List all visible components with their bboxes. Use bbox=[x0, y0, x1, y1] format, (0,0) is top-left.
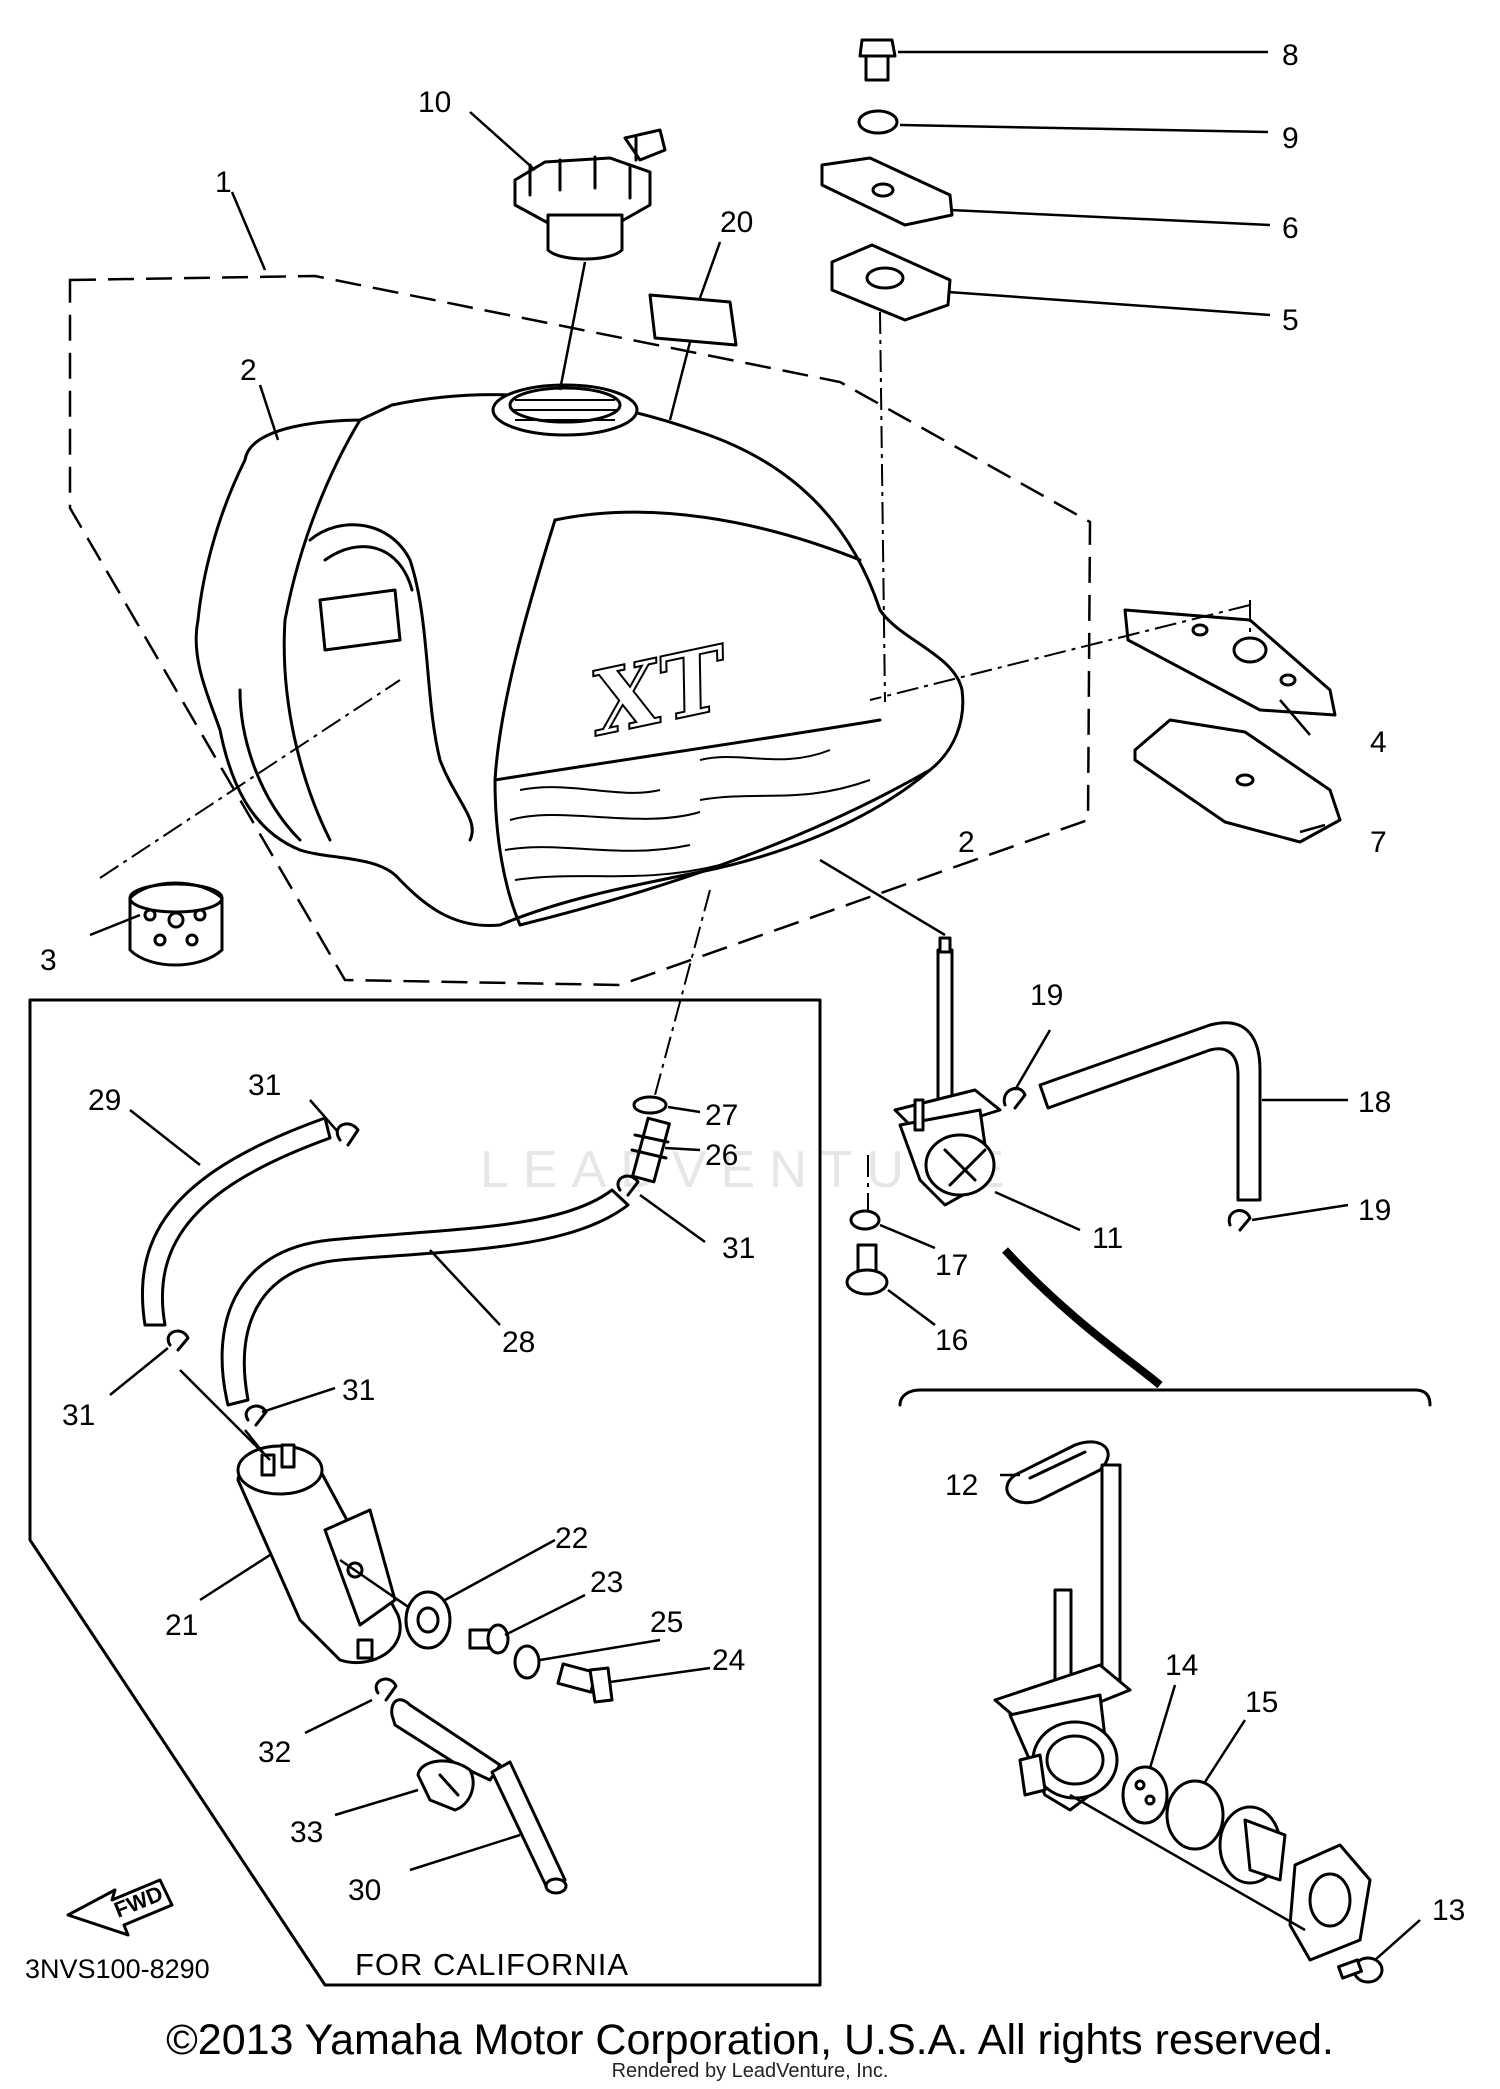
label-14: 14 bbox=[1165, 1649, 1198, 1682]
clip-19-lower[interactable] bbox=[1227, 1209, 1252, 1232]
clip-31-c[interactable] bbox=[166, 1329, 190, 1352]
rendered-by-credit: Rendered by LeadVenture, Inc. bbox=[611, 2060, 889, 2082]
california-box-caption: FOR CALIFORNIA bbox=[355, 1947, 629, 1982]
copyright-notice: ©2013 Yamaha Motor Corporation, U.S.A. A… bbox=[166, 2016, 1334, 2064]
label-10: 10 bbox=[418, 86, 451, 119]
fwd-arrow: FWD bbox=[66, 1878, 174, 1937]
washer-17[interactable] bbox=[849, 1209, 881, 1231]
clip-31-d[interactable] bbox=[244, 1404, 268, 1427]
label-27: 27 bbox=[705, 1099, 738, 1132]
fuel-cock-lever[interactable] bbox=[1218, 1805, 1287, 1885]
hose-28[interactable] bbox=[220, 1188, 630, 1407]
damper-3[interactable] bbox=[128, 881, 224, 967]
label-26: 26 bbox=[705, 1139, 738, 1172]
label-31-a: 31 bbox=[248, 1069, 281, 1102]
lever-gasket-14[interactable] bbox=[1121, 1765, 1169, 1825]
label-32: 32 bbox=[258, 1736, 291, 1769]
fuel-cap[interactable] bbox=[513, 128, 667, 261]
label-7: 7 bbox=[1370, 826, 1387, 859]
label-23: 23 bbox=[590, 1566, 623, 1599]
bracket-4[interactable] bbox=[1123, 608, 1337, 717]
clamp-33[interactable] bbox=[416, 1759, 475, 1812]
label-19-lower: 19 bbox=[1358, 1194, 1391, 1227]
fuel-tank[interactable] bbox=[194, 383, 965, 928]
label-24: 24 bbox=[712, 1644, 745, 1677]
label-25: 25 bbox=[650, 1606, 683, 1639]
leader-lines bbox=[89, 50, 1421, 1961]
label-6: 6 bbox=[1282, 212, 1299, 245]
detail-view-bracket bbox=[898, 1388, 1432, 1407]
california-box-frame bbox=[28, 998, 822, 1987]
assembly-boundary-dashed bbox=[68, 274, 1092, 987]
bracket-6[interactable] bbox=[820, 156, 954, 227]
label-13: 13 bbox=[1432, 1894, 1465, 1927]
label-4: 4 bbox=[1370, 726, 1387, 759]
clip-32[interactable] bbox=[374, 1677, 398, 1702]
label-19-upper: 19 bbox=[1030, 979, 1063, 1012]
lever-plate[interactable] bbox=[1288, 1843, 1372, 1962]
rollover-valve-21[interactable] bbox=[236, 1443, 402, 1665]
o-ring-15[interactable] bbox=[1165, 1779, 1225, 1851]
grommet-22[interactable] bbox=[404, 1590, 452, 1650]
fuel-cock-detail[interactable] bbox=[993, 1463, 1132, 1812]
label-28: 28 bbox=[502, 1326, 535, 1359]
callout-labels: 1 2 2 3 4 5 6 7 8 9 10 11 12 13 14 15 16… bbox=[40, 39, 1465, 1927]
label-31-d: 31 bbox=[342, 1374, 375, 1407]
label-11: 11 bbox=[1092, 1222, 1123, 1255]
label-30: 30 bbox=[348, 1874, 381, 1907]
label-20: 20 bbox=[720, 206, 753, 239]
hose-30[interactable] bbox=[390, 1698, 568, 1895]
washer-25[interactable] bbox=[513, 1644, 541, 1680]
clip-19-upper[interactable] bbox=[1002, 1087, 1027, 1110]
damper-5[interactable] bbox=[830, 243, 952, 322]
label-8: 8 bbox=[1282, 39, 1299, 72]
label-15: 15 bbox=[1245, 1686, 1278, 1719]
fuel-cock-11[interactable] bbox=[893, 936, 1002, 1207]
label-33: 33 bbox=[290, 1816, 323, 1849]
screw-16[interactable] bbox=[845, 1243, 889, 1296]
fitting-26[interactable] bbox=[630, 1116, 671, 1184]
hose-29[interactable] bbox=[140, 1116, 332, 1327]
label-1: 1 bbox=[215, 166, 232, 199]
hose-18[interactable] bbox=[1038, 1021, 1262, 1202]
label-2-upper: 2 bbox=[240, 354, 257, 387]
bolt-8[interactable] bbox=[858, 38, 897, 82]
washer-9[interactable] bbox=[857, 109, 899, 135]
label-21: 21 bbox=[165, 1609, 198, 1642]
clip-31-a[interactable] bbox=[335, 1122, 360, 1147]
label-2-lower: 2 bbox=[958, 826, 975, 859]
label-18: 18 bbox=[1358, 1086, 1391, 1119]
diagram-code: 3NVS100-8290 bbox=[25, 1954, 210, 1984]
clip-31-b[interactable] bbox=[616, 1174, 640, 1197]
label-31-c: 31 bbox=[62, 1399, 95, 1432]
label-5: 5 bbox=[1282, 304, 1299, 337]
o-ring-27[interactable] bbox=[632, 1095, 668, 1115]
label-16: 16 bbox=[935, 1324, 968, 1357]
label-29: 29 bbox=[88, 1084, 121, 1117]
warning-label-decal[interactable] bbox=[648, 293, 738, 347]
label-17: 17 bbox=[935, 1249, 968, 1282]
label-12: 12 bbox=[945, 1469, 978, 1502]
collar-23[interactable] bbox=[468, 1623, 510, 1655]
label-31-b: 31 bbox=[722, 1232, 755, 1265]
rubber-plate-7[interactable] bbox=[1133, 718, 1342, 844]
label-22: 22 bbox=[555, 1522, 588, 1555]
label-3: 3 bbox=[40, 944, 57, 977]
label-9: 9 bbox=[1282, 122, 1299, 155]
screw-13[interactable] bbox=[1337, 1956, 1384, 1984]
bolt-24[interactable] bbox=[556, 1662, 614, 1704]
gasket-12[interactable] bbox=[1005, 1440, 1110, 1505]
